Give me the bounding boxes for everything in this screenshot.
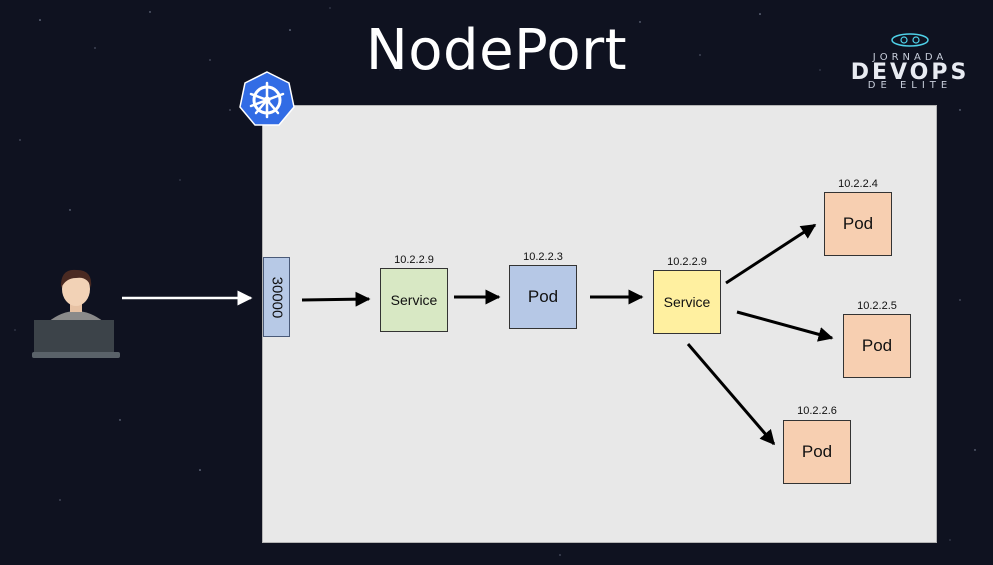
second-service-ip: 10.2.2.9 [667,256,707,268]
logo-line2: DEVOPS [850,60,970,85]
second-service-box: Service [653,270,721,334]
user-laptop-icon [32,269,120,358]
pod-4-ip: 10.2.2.4 [838,178,878,190]
first-pod-ip: 10.2.2.3 [523,251,563,263]
node-port-30000: 30000 [263,257,290,337]
logo-line3: DE ELITE [867,80,953,91]
pod-4-box: Pod [824,192,892,256]
slide-title: NodePort [365,18,628,83]
logo-line1: JORNADA [872,52,948,63]
first-service-box: Service [380,268,448,332]
pod-5-ip: 10.2.2.5 [857,300,897,312]
node-port-label: 30000 [268,276,285,318]
pod-6-box: Pod [783,420,851,484]
logo-eye-icon [891,33,929,47]
pod-4-label: Pod [842,214,874,233]
pod-5-box: Pod [843,314,911,378]
pod-5-label: Pod [861,336,893,355]
second-service-label: Service [663,294,711,310]
first-pod-label: Pod [527,287,559,306]
jornada-devops-logo: JORNADA DEVOPS DE ELITE [842,30,978,91]
pod-6-label: Pod [801,442,833,461]
pod-6-ip: 10.2.2.6 [797,405,837,417]
first-service-ip: 10.2.2.9 [394,254,434,266]
first-service-label: Service [390,292,438,308]
first-pod-box: Pod [509,265,577,329]
kubernetes-icon [239,71,295,126]
